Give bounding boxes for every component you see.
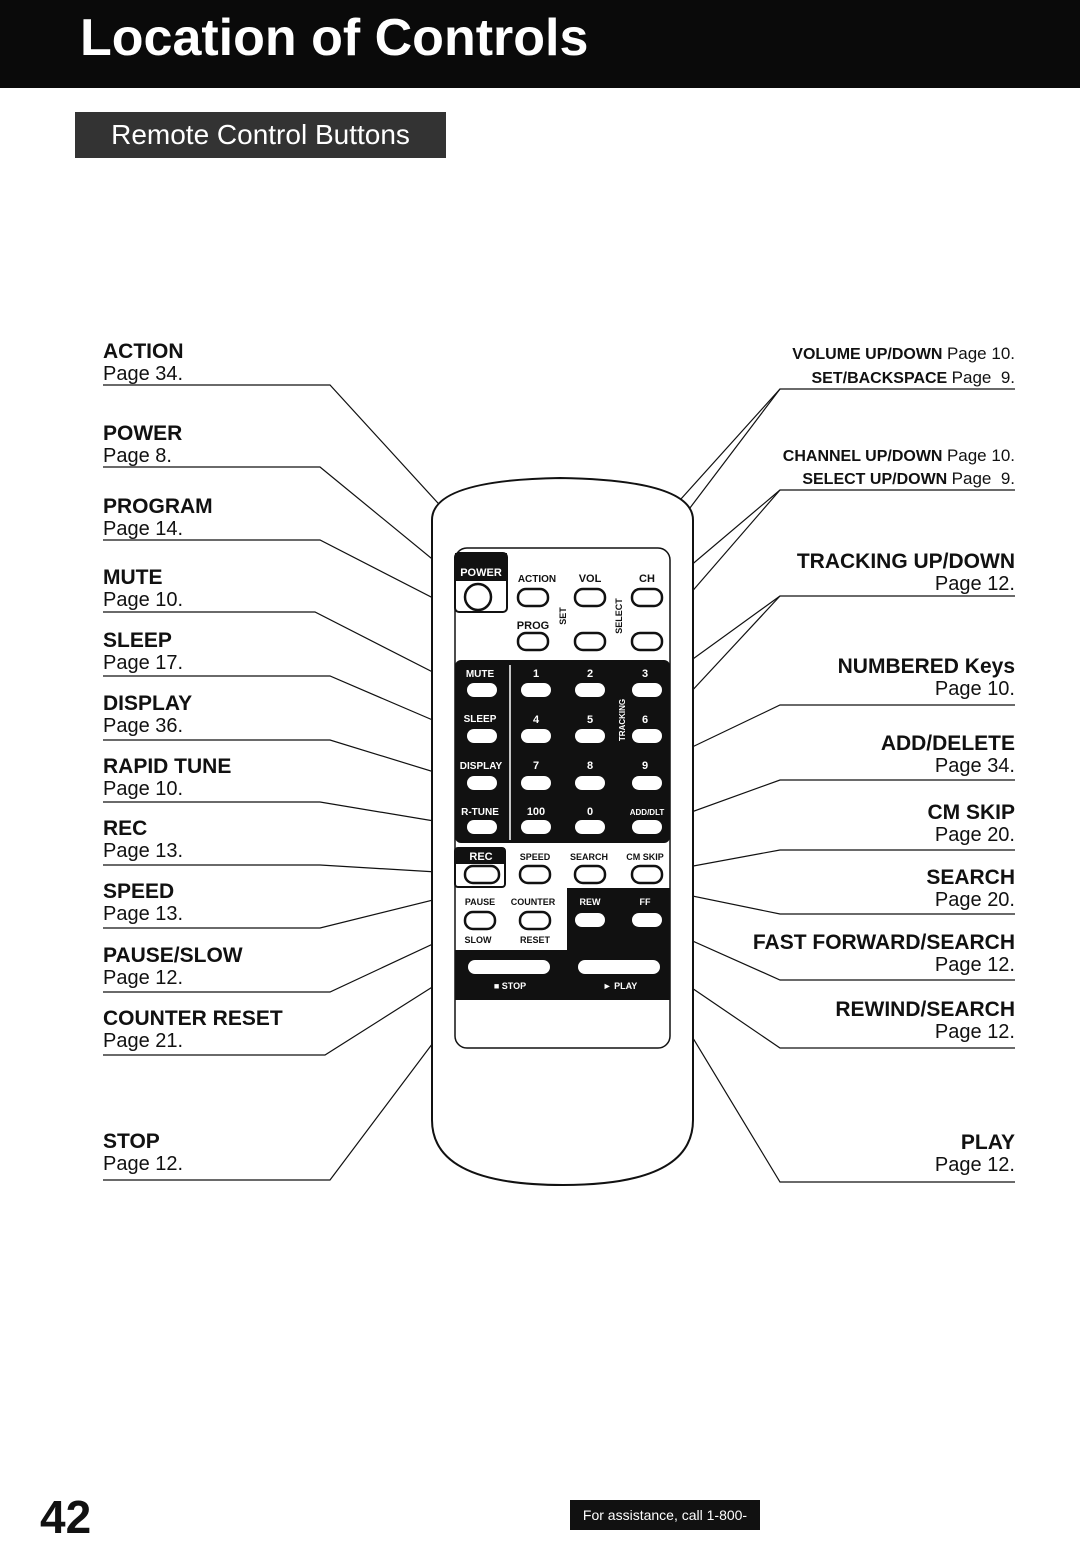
key-6: 6 [642,714,648,726]
page-title: Location of Controls [80,9,589,67]
key-3: 3 [642,668,648,680]
speed-button[interactable] [518,864,552,885]
speed-label: SPEED [520,852,551,862]
set-label: SET [558,607,568,625]
cm-skip-label: CM SKIP [626,852,664,862]
stop-button[interactable] [468,960,550,974]
add-dlt-label: ADD/DLT [630,808,665,817]
tracking-label: TRACKING [618,699,627,741]
cm-skip-button[interactable] [630,864,664,885]
play-label: ► PLAY [603,981,638,991]
key-4: 4 [533,714,540,726]
search-button[interactable] [573,864,607,885]
rec-label: REC [469,851,492,863]
prog-button[interactable] [516,631,550,652]
rec-button[interactable] [463,864,501,885]
prog-label: PROG [517,620,549,632]
reset-label: RESET [520,935,551,945]
ch-up-button[interactable] [630,587,664,608]
ff-label: FF [640,897,651,907]
rew-label: REW [580,897,602,907]
power-label: POWER [460,567,502,579]
key-0: 0 [587,806,593,818]
counter-reset-button[interactable] [518,910,552,931]
rtune-label: R-TUNE [461,807,499,818]
key-5: 5 [587,714,593,726]
vol-down-button[interactable] [573,631,607,652]
assistance-banner: For assistance, call 1-800-211-PANA(7262… [570,1500,760,1553]
key-7: 7 [533,760,539,772]
sleep-label: SLEEP [464,714,497,725]
mute-label: MUTE [466,669,495,680]
vol-up-button[interactable] [573,587,607,608]
callout-volume: VOLUME UP/DOWN Page 10. [792,344,1015,363]
key-8: 8 [587,760,593,772]
page-number: 42 [40,1491,92,1543]
ch-label: CH [639,573,655,585]
callout-select: SELECT UP/DOWN Page 9. [802,469,1015,488]
play-button[interactable] [578,960,660,974]
action-label: ACTION [518,574,556,585]
action-button[interactable] [516,587,550,608]
search-label: SEARCH [570,852,608,862]
remote-buttons [463,582,664,931]
stop-label: ■ STOP [494,981,526,991]
pause-label: PAUSE [465,897,495,907]
pause-slow-button[interactable] [463,910,497,931]
key-100: 100 [527,806,545,818]
power-button[interactable] [463,582,493,612]
page-header: Location of Controls [0,0,1080,88]
callout-channel: CHANNEL UP/DOWN Page 10. [782,446,1015,465]
vol-label: VOL [579,573,602,585]
callout-set-backspace: SET/BACKSPACE Page 9. [811,368,1016,387]
counter-label: COUNTER [511,897,556,907]
section-title: Remote Control Buttons [75,112,446,158]
slow-label: SLOW [465,935,493,945]
select-label: SELECT [614,598,624,634]
key-2: 2 [587,668,593,680]
key-9: 9 [642,760,648,772]
ch-down-button[interactable] [630,631,664,652]
key-1: 1 [533,668,539,680]
dark-buttons [467,683,662,974]
display-label: DISPLAY [460,761,503,772]
